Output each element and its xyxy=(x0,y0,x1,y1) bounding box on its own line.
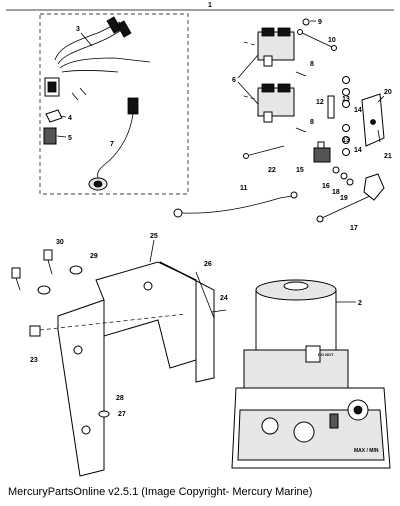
callout-18: 18 xyxy=(332,189,340,196)
screw-8-lower xyxy=(295,127,307,133)
lead-22 xyxy=(243,145,285,159)
callout-13-lower: 13 xyxy=(342,137,350,144)
connector-boot xyxy=(43,127,57,145)
callout-5: 5 xyxy=(68,135,72,142)
wire-harness xyxy=(44,16,151,101)
harness-kit-box xyxy=(39,13,189,195)
callout-29: 29 xyxy=(90,253,98,260)
callout-20: 20 xyxy=(384,89,392,96)
washer-27 xyxy=(98,410,110,418)
callout-13-upper: 13 xyxy=(342,96,350,103)
callout-16: 16 xyxy=(322,183,330,190)
callout-14-upper: 14 xyxy=(354,107,362,114)
battery-lead-17 xyxy=(316,173,385,223)
ground-cable-11 xyxy=(173,191,298,218)
nut-9 xyxy=(302,18,310,26)
callout-14-lower: 14 xyxy=(354,147,362,154)
washer-stack xyxy=(332,166,354,186)
callout-21: 21 xyxy=(384,153,392,160)
callout-26: 26 xyxy=(204,261,212,268)
callout-6: 6 xyxy=(232,77,236,84)
mounting-bracket-25 xyxy=(57,261,215,477)
switch-15 xyxy=(313,141,331,163)
sensor-cable xyxy=(88,97,139,191)
callout-11: 11 xyxy=(240,185,248,192)
image-copyright-caption: MercuryPartsOnline v2.5.1 (Image Copyrig… xyxy=(8,486,313,498)
screw-24 xyxy=(211,309,227,313)
callout-28: 28 xyxy=(116,395,124,402)
callout-19: 19 xyxy=(340,195,348,202)
callout-15: 15 xyxy=(296,167,304,174)
callout-7: 7 xyxy=(110,141,114,148)
callout-4: 4 xyxy=(68,115,72,122)
pump-warning-label: DO NOT xyxy=(318,352,334,357)
screw-21 xyxy=(377,129,381,143)
callout-8-upper: 8 xyxy=(310,61,314,68)
connector-clip xyxy=(45,109,63,123)
callout-2: 2 xyxy=(358,300,362,307)
screw-8-upper xyxy=(295,71,307,77)
mount-plate-20 xyxy=(361,93,385,147)
trim-pump-assembly xyxy=(231,279,391,469)
callout-22: 22 xyxy=(268,167,276,174)
callout-9: 9 xyxy=(318,19,322,26)
bolt-left xyxy=(11,267,51,295)
callout-24: 24 xyxy=(220,295,228,302)
washer-29 xyxy=(69,265,83,275)
jumper-lead xyxy=(297,29,337,51)
strip-26 xyxy=(195,271,215,319)
relay-upper xyxy=(257,27,295,67)
callout-27: 27 xyxy=(118,411,126,418)
callout-1: 1 xyxy=(208,2,212,9)
callout-12: 12 xyxy=(316,99,324,106)
callout-23: 23 xyxy=(30,357,38,364)
callout-30: 30 xyxy=(56,239,64,246)
callout-10: 10 xyxy=(328,37,336,44)
bracket-12 xyxy=(327,95,335,119)
callout-17: 17 xyxy=(350,225,358,232)
nuts-column xyxy=(342,76,350,156)
relay-lower xyxy=(257,83,295,123)
bolt-30 xyxy=(43,249,53,275)
nut-23 xyxy=(29,325,41,337)
callout-3: 3 xyxy=(76,26,80,33)
callout-8-lower: 8 xyxy=(310,119,314,126)
callout-25: 25 xyxy=(150,233,158,240)
reservoir-level-label: MAX / MIN xyxy=(354,448,379,454)
